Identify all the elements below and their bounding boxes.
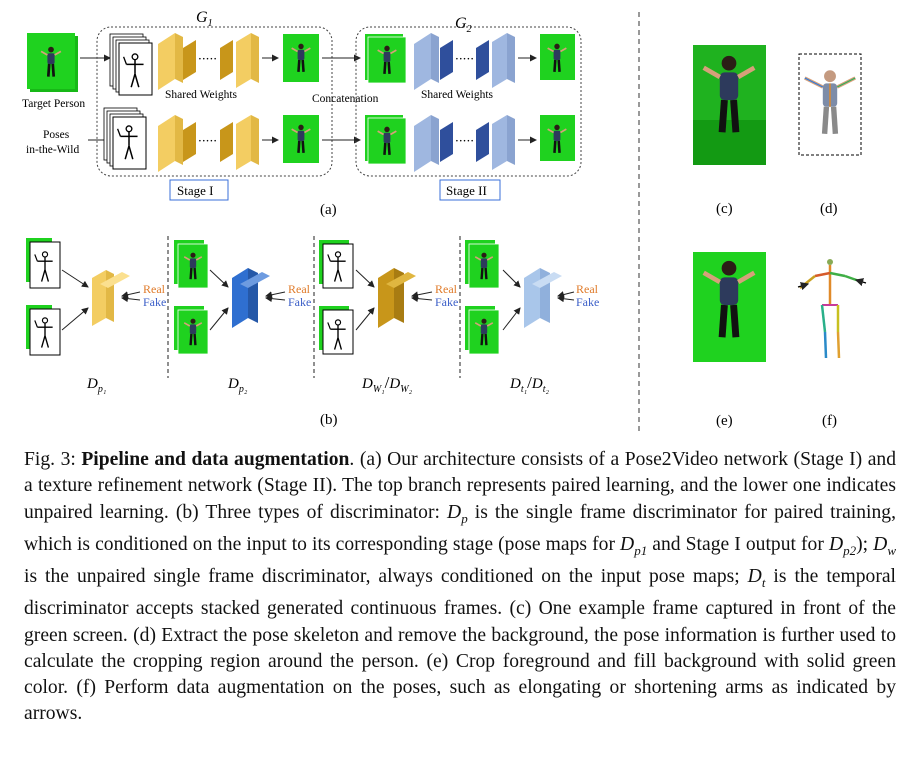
target-person-label: Target Person xyxy=(22,98,85,110)
g1-label: G1 xyxy=(196,9,213,29)
caption-text-4: ); xyxy=(856,533,874,555)
caption-text-6: is the temporal discriminator accepts st… xyxy=(24,566,896,725)
g1-top-network: ····· xyxy=(158,33,319,90)
g2-bottom-network: ····· xyxy=(365,115,575,172)
pipeline-figure: Target Person Poses in-the-Wild G1 xyxy=(22,9,867,432)
g2-label: G2 xyxy=(455,15,472,35)
dp2-label: Dp₂ xyxy=(227,376,248,395)
caption-dt-sub: t xyxy=(761,574,766,590)
fake-label-1: Fake xyxy=(143,295,166,309)
panel-e: (e) xyxy=(693,252,766,429)
concatenation-label: Concatenation xyxy=(312,93,379,105)
caption-dp: D xyxy=(447,501,462,523)
dw-label: DW₁/DW₂ xyxy=(361,373,413,395)
caption-text-3: and Stage I output for xyxy=(647,533,829,555)
real-label-2: Real xyxy=(288,282,311,296)
panel-a: Target Person Poses in-the-Wild G1 xyxy=(22,9,582,218)
caption-dw: D xyxy=(873,533,888,555)
pose-maps-top xyxy=(109,33,153,96)
dp2-group: Real Fake Dp₂ xyxy=(174,240,311,395)
panel-b: Real Fake Dp₁ Real Fake Dp₂ xyxy=(26,236,599,428)
g1-bottom-network: ····· xyxy=(158,115,319,172)
poses-label-line1: Poses xyxy=(43,129,70,141)
dt-group: Real Fake Dt₁/Dt₂ xyxy=(465,240,599,395)
caption-dp-sub: p xyxy=(461,510,468,526)
dt-label: Dt₁/Dt₂ xyxy=(509,373,549,395)
g2-box xyxy=(355,26,582,177)
real-label-4: Real xyxy=(576,282,599,296)
figure-caption: Fig. 3: Pipeline and data augmentation. … xyxy=(24,447,896,728)
caption-text-1: . (a) Our architecture consists of a Pos… xyxy=(24,449,896,523)
caption-dp2-sub: p2 xyxy=(843,542,857,558)
caption-dp2: D xyxy=(828,533,844,555)
caption-dp1: D xyxy=(620,533,635,555)
dp1-group: Real Fake Dp₁ xyxy=(26,238,166,395)
panel-d: (d) xyxy=(798,53,862,217)
stage-2-label: Stage II xyxy=(446,183,487,198)
panel-a-caption: (a) xyxy=(320,202,337,218)
svg-text:·····: ····· xyxy=(198,134,217,148)
panel-f: (f) xyxy=(797,259,867,429)
panel-b-caption: (b) xyxy=(320,412,338,428)
panel-c-caption: (c) xyxy=(716,201,733,217)
dw-group: Real Fake DW₁/DW₂ xyxy=(319,240,458,395)
caption-dp1-sub: p1 xyxy=(634,542,648,558)
caption-text-2: is the single frame discriminator for pa… xyxy=(24,501,896,555)
dp1-label: Dp₁ xyxy=(86,376,106,395)
poses-label-line2: in-the-Wild xyxy=(26,144,79,156)
panel-e-caption: (e) xyxy=(716,413,733,429)
fake-label-3: Fake xyxy=(435,295,458,309)
svg-text:·····: ····· xyxy=(198,52,217,66)
caption-title: Pipeline and data augmentation xyxy=(81,449,350,470)
shared-weights-2: Shared Weights xyxy=(421,89,494,101)
real-label-1: Real xyxy=(143,282,166,296)
panel-f-caption: (f) xyxy=(822,413,837,429)
fake-label-4: Fake xyxy=(576,295,599,309)
caption-fig-label: Fig. 3: xyxy=(24,449,76,470)
svg-text:·····: ····· xyxy=(455,52,474,66)
g1-box xyxy=(96,26,333,177)
pose-maps-bottom xyxy=(103,107,147,170)
panel-d-caption: (d) xyxy=(820,201,838,217)
panel-c: (c) xyxy=(693,45,766,217)
caption-dt: D xyxy=(747,566,762,587)
target-person-image xyxy=(27,33,78,92)
stage-1-label: Stage I xyxy=(177,183,213,198)
caption-dw-sub: w xyxy=(887,542,896,558)
real-label-3: Real xyxy=(435,282,458,296)
caption-text-5: is the unpaired single frame discriminat… xyxy=(24,566,748,587)
fake-label-2: Fake xyxy=(288,295,311,309)
shared-weights-1: Shared Weights xyxy=(165,89,238,101)
svg-text:·····: ····· xyxy=(455,134,474,148)
g2-top-network: ····· xyxy=(365,33,575,90)
